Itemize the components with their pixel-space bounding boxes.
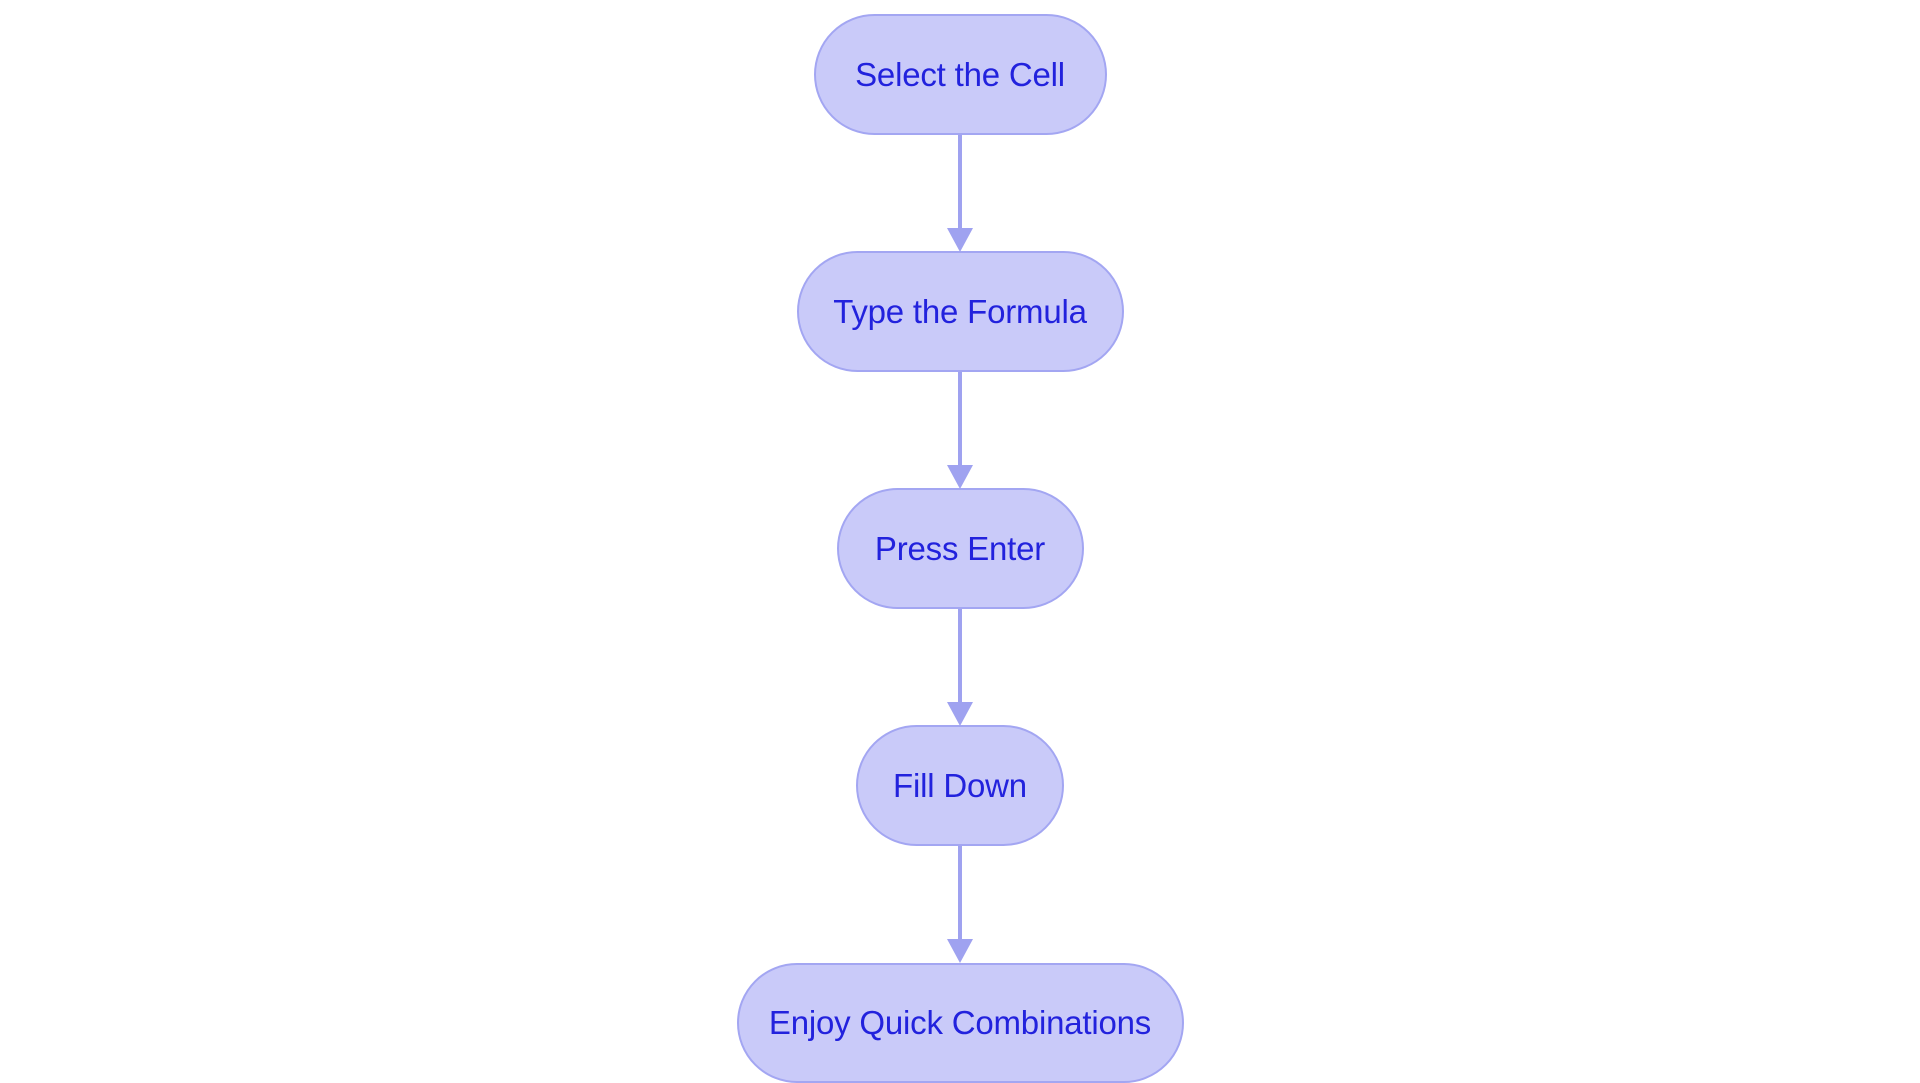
top-spacer: [960, 0, 961, 14]
flow-node-fill-down[interactable]: Fill Down: [856, 725, 1064, 846]
arrow-down-icon: [947, 227, 973, 252]
arrow-down-icon: [947, 701, 973, 726]
connector-line: [958, 608, 962, 705]
flow-node-select-the-cell[interactable]: Select the Cell: [813, 14, 1107, 135]
flow-edge-1-arrow: [940, 134, 980, 252]
flow-edge-2-arrow: [940, 371, 980, 489]
flow-edge-3-arrow: [940, 608, 980, 726]
flow-node-type-the-formula[interactable]: Type the Formula: [796, 251, 1124, 372]
arrow-down-icon: [947, 464, 973, 489]
flow-node-press-enter[interactable]: Press Enter: [836, 488, 1084, 609]
flow-edge-4-arrow: [940, 845, 980, 963]
connector-line: [958, 845, 962, 942]
flow-node-label: Fill Down: [893, 767, 1027, 805]
arrow-down-icon: [947, 938, 973, 963]
connector-line: [958, 371, 962, 468]
flow-node-label: Type the Formula: [833, 292, 1087, 330]
flow-node-enjoy-quick-combinations[interactable]: Enjoy Quick Combinations: [736, 962, 1184, 1083]
connector-line: [958, 134, 962, 231]
flow-node-label: Enjoy Quick Combinations: [768, 1004, 1152, 1042]
flow-node-label: Select the Cell: [855, 55, 1065, 93]
flow-node-label: Press Enter: [874, 530, 1046, 568]
